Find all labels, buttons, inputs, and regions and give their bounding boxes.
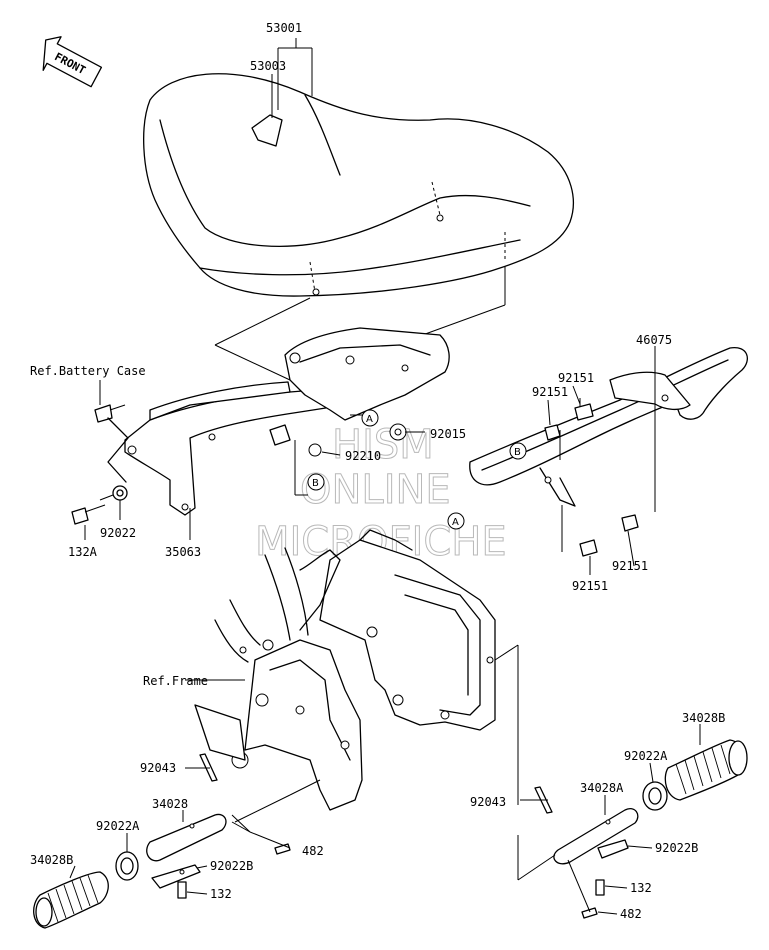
label-92022b-right: 92022B xyxy=(655,841,698,855)
footpeg-leaders xyxy=(69,644,701,913)
seat-leaders xyxy=(214,38,506,381)
label-53001: 53001 xyxy=(266,21,302,35)
callout-b-1: B xyxy=(509,442,527,460)
callout-a-1-label: A xyxy=(366,414,373,425)
seat-bracket-drawing xyxy=(124,381,346,516)
label-92022a-right: 92022A xyxy=(624,749,668,763)
label-92015: 92015 xyxy=(430,427,466,441)
seat-drawing xyxy=(143,73,574,297)
label-34028b-right: 34028B xyxy=(682,711,725,725)
label-34028b-left: 34028B xyxy=(30,853,73,867)
label-ref-frame: Ref.Frame xyxy=(143,674,208,688)
front-arrow-icon: FRONT xyxy=(42,36,103,88)
frame-drawing xyxy=(194,529,496,811)
right-footpeg-drawing xyxy=(534,739,748,919)
label-34028a: 34028A xyxy=(580,781,624,795)
callout-a-2: A xyxy=(447,512,465,530)
center-hardware xyxy=(294,403,639,557)
bracket-hardware xyxy=(71,380,191,540)
callout-b-2-label: B xyxy=(312,478,319,489)
label-92151-c: 92151 xyxy=(612,559,648,573)
callout-a-2-label: A xyxy=(452,517,459,528)
label-92022b-left: 92022B xyxy=(210,859,253,873)
label-46075: 46075 xyxy=(636,333,672,347)
part-labels: 53001 53003 Ref.Battery Case 46075 92151… xyxy=(30,21,725,921)
label-92043-left: 92043 xyxy=(140,761,176,775)
label-92022a-left: 92022A xyxy=(96,819,140,833)
label-34028: 34028 xyxy=(152,797,188,811)
label-132a: 132A xyxy=(68,545,98,559)
label-482-right: 482 xyxy=(620,907,642,921)
label-92210: 92210 xyxy=(345,449,381,463)
watermark-line2: ONLINE xyxy=(300,467,451,513)
label-92043-right: 92043 xyxy=(470,795,506,809)
label-92151-d: 92151 xyxy=(572,579,608,593)
callout-a-1: A xyxy=(361,409,379,427)
label-132-right: 132 xyxy=(630,881,652,895)
label-482-left: 482 xyxy=(302,844,324,858)
watermark-line1: HISM xyxy=(332,422,434,468)
seat-base-drawing xyxy=(269,327,450,446)
label-53003: 53003 xyxy=(250,59,286,73)
watermark: HISM ONLINE MICROFICHE xyxy=(255,422,508,566)
callout-b-1-label: B xyxy=(514,447,521,458)
label-92151-b: 92151 xyxy=(532,385,568,399)
label-132-left: 132 xyxy=(210,887,232,901)
label-92022: 92022 xyxy=(100,526,136,540)
grab-rail-drawing xyxy=(469,347,748,507)
label-leaders-extra xyxy=(186,385,653,915)
callout-b-2: B xyxy=(307,473,325,491)
label-92151-a: 92151 xyxy=(558,371,594,385)
left-footpeg-drawing xyxy=(33,753,291,929)
label-35063: 35063 xyxy=(165,545,201,559)
label-ref-battery-case: Ref.Battery Case xyxy=(30,364,146,378)
